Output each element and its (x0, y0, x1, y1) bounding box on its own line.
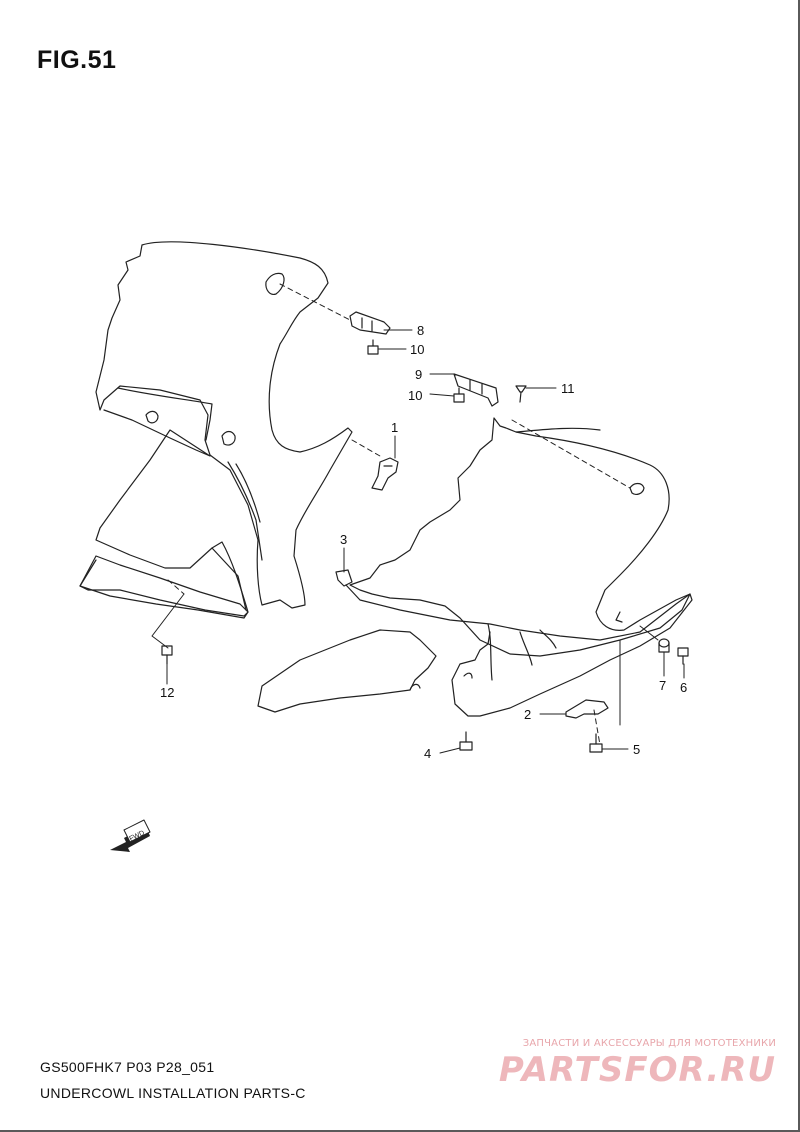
diagram-caption: UNDERCOWL INSTALLATION PARTS-C (40, 1085, 306, 1101)
alignment-lines (167, 283, 631, 746)
bracket-8 (349, 311, 391, 335)
bolt-4 (459, 731, 473, 751)
callout-9: 9 (415, 367, 422, 382)
left-upper-cowl-panel (95, 241, 353, 609)
bracket-9 (453, 373, 499, 407)
screw-6 (677, 647, 689, 665)
screw-11 (515, 385, 527, 403)
left-trim-strip (79, 555, 249, 619)
callout-6: 6 (680, 680, 687, 695)
bolt-10-upper (367, 339, 379, 355)
callout-10-lower: 10 (408, 388, 422, 403)
undercowl-belly-pan (345, 584, 693, 717)
right-cowl-panel (349, 417, 691, 657)
callout-8: 8 (417, 323, 424, 338)
bolt-5 (589, 733, 603, 753)
callout-4: 4 (424, 746, 431, 761)
left-lower-cowl-panel (79, 409, 249, 617)
screw-12 (161, 645, 173, 665)
callout-leaders (166, 329, 685, 754)
callout-2: 2 (524, 707, 531, 722)
callout-5: 5 (633, 742, 640, 757)
callout-labels: 8 10 9 10 11 1 3 2 4 5 7 6 12 (160, 323, 687, 761)
watermark-logo: PARTSFOR.RU (498, 1050, 776, 1090)
figure-title: FIG.51 (37, 46, 117, 74)
bracket-2 (565, 699, 609, 719)
forward-arrow-icon: FWD (110, 819, 151, 852)
callout-11: 11 (561, 381, 575, 396)
bracket-3 (335, 569, 353, 587)
lower-trim-piece (257, 629, 437, 713)
callout-1: 1 (391, 420, 398, 435)
bracket-1 (371, 457, 399, 491)
diagram-code: GS500FHK7 P03 P28_051 (40, 1059, 215, 1075)
leader-lines (151, 593, 659, 726)
grommet-7 (658, 638, 670, 653)
bolt-10-lower (453, 387, 465, 403)
watermark-subtitle: ЗАПЧАСТИ И АКСЕССУАРЫ ДЛЯ МОТОТЕХНИКИ (522, 1038, 776, 1049)
callout-12: 12 (160, 685, 174, 700)
callout-7: 7 (659, 678, 666, 693)
callout-10-upper: 10 (410, 342, 424, 357)
callout-3: 3 (340, 532, 347, 547)
